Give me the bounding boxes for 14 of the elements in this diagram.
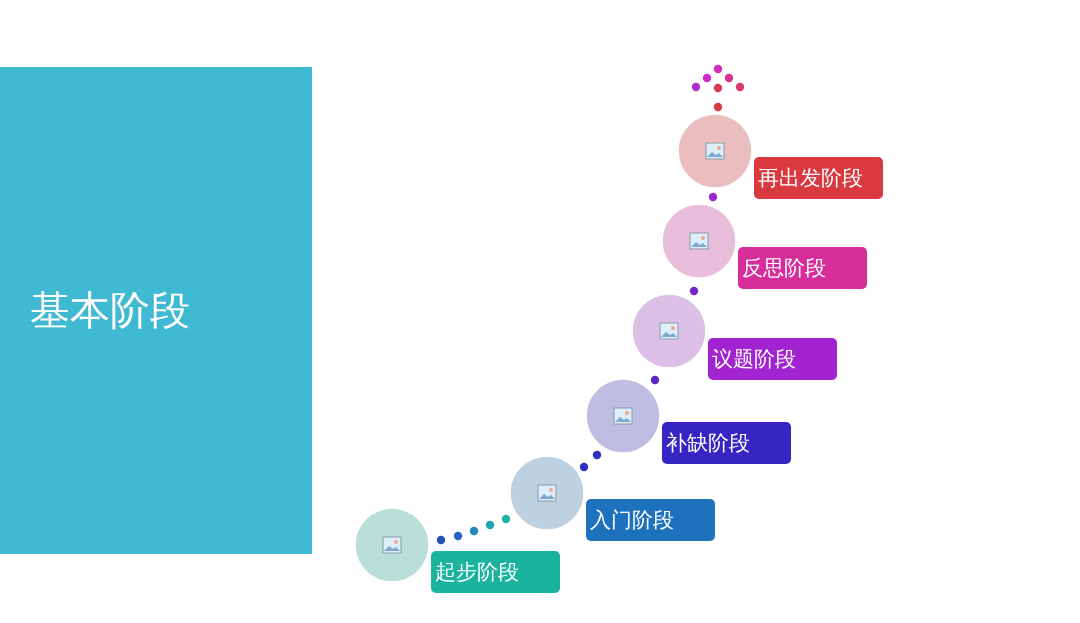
title-panel xyxy=(0,67,312,554)
stage-name: 再出发阶段 xyxy=(758,165,863,192)
stage-label-box xyxy=(586,499,715,541)
stage-label-box xyxy=(431,551,560,593)
stage-label-box xyxy=(708,338,837,380)
title-text: 基本阶段 xyxy=(30,286,190,335)
stage-label-box xyxy=(754,157,883,199)
stage-name: 入门阶段 xyxy=(590,507,674,534)
stage-label-box xyxy=(738,247,867,289)
stage-name: 反思阶段 xyxy=(742,255,826,282)
stage-name: 补缺阶段 xyxy=(666,430,750,457)
stage-label-box xyxy=(662,422,791,464)
stage-name: 议题阶段 xyxy=(712,346,796,373)
stage-name: 起步阶段 xyxy=(435,559,519,586)
